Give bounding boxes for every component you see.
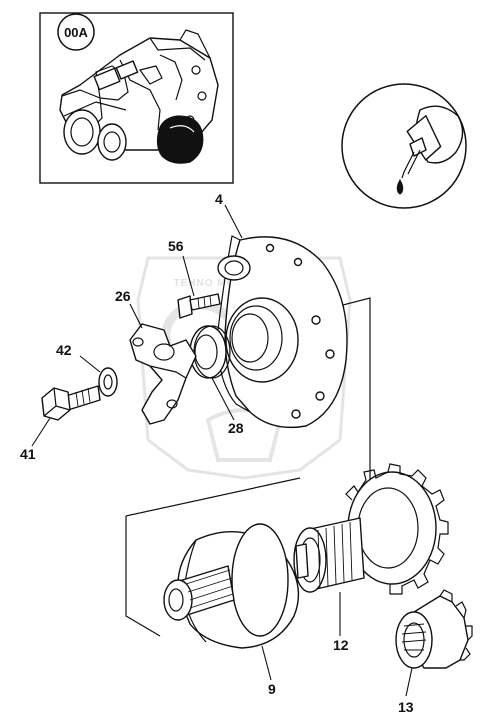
callout-part-4: 4 [215, 191, 223, 207]
sealant-symbol [341, 83, 467, 209]
washer-part-42 [98, 367, 118, 397]
screw-part-56 [177, 293, 221, 319]
callout-part-26: 26 [115, 288, 131, 304]
clutch-drum-part-9 [163, 523, 300, 649]
callout-part-28: 28 [228, 420, 244, 436]
badge-label: 00A [64, 25, 88, 40]
callout-part-42: 42 [56, 342, 72, 358]
small-gear-part-13 [395, 589, 473, 669]
inset-transmission-view: 00A [39, 12, 234, 184]
seal-ring-part-28 [189, 325, 231, 379]
leader-lines [31, 204, 413, 697]
bolt-part-41 [41, 385, 101, 421]
highlighted-cover [156, 115, 204, 164]
gear-cluster-part-12 [293, 463, 449, 595]
callout-part-13: 13 [398, 699, 414, 715]
callout-part-41: 41 [20, 446, 36, 462]
callout-part-12: 12 [333, 637, 349, 653]
flange-housing-part-4 [217, 235, 348, 429]
bracket-part-26 [129, 323, 197, 425]
callout-labels: 4 56 26 42 41 28 9 12 13 [20, 191, 414, 715]
badge-circle [57, 13, 95, 51]
callout-part-9: 9 [268, 681, 276, 697]
callout-part-56: 56 [168, 238, 184, 254]
